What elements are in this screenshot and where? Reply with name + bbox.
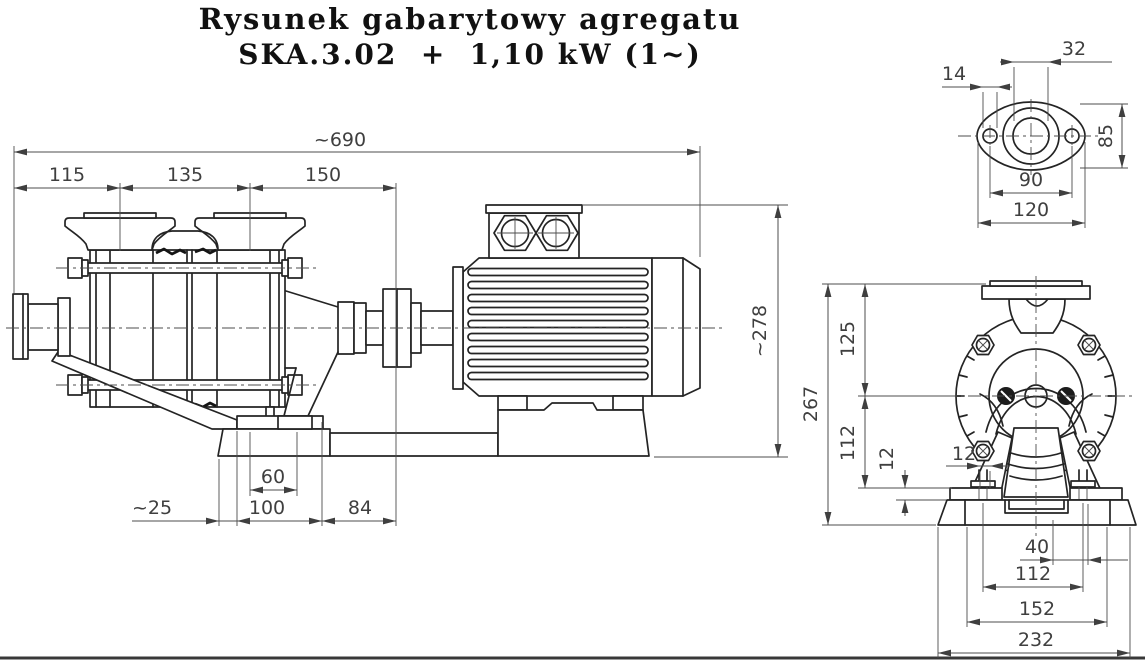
dim-40-label: 40 <box>1025 536 1049 558</box>
dim-overall-length: ~690 <box>13 129 701 294</box>
pump-foot <box>217 406 331 457</box>
dim-25: ~25 <box>132 459 237 526</box>
dim-125: 125 <box>837 284 869 396</box>
dim-25-label: ~25 <box>132 497 172 519</box>
motor <box>452 204 701 411</box>
dim-150-label: 150 <box>305 164 341 186</box>
drawing-title: Rysunek gabarytowy agregatu SKA.3.02 + 1… <box>0 2 940 71</box>
dim-12-vertical: 12 <box>876 447 946 516</box>
dim-100-label: 100 <box>249 497 285 519</box>
dim-152-label: 152 <box>1019 598 1055 620</box>
wing-tip-left <box>979 393 1004 427</box>
dim-14-label: 14 <box>942 63 966 85</box>
dim-85-label: 85 <box>1095 124 1117 148</box>
dim-12-vertical-label: 12 <box>876 447 898 471</box>
dim-height-278: ~278 <box>583 204 788 458</box>
volute-curve-outer <box>985 387 1087 433</box>
dim-267: 267 <box>800 283 986 526</box>
dim-12-horizontal-label: 12 <box>952 443 976 465</box>
dim-112-vertical-label: 112 <box>837 425 859 461</box>
bearing-bracket <box>277 290 355 430</box>
dim-232: 232 <box>937 527 1131 658</box>
casing-hex-bolts <box>971 334 1101 462</box>
dim-85: 85 <box>1080 103 1128 169</box>
front-base <box>937 499 1137 526</box>
title-line-1: Rysunek gabarytowy agregatu <box>198 2 742 36</box>
dim-90-label: 90 <box>1019 169 1043 191</box>
dim-14: 14 <box>942 63 1012 128</box>
dim-112-vertical: 112 <box>837 395 952 489</box>
pump-discharge-ports <box>64 212 306 251</box>
dim-60: 60 <box>249 432 298 496</box>
base-plate <box>329 402 650 457</box>
dim-120: 120 <box>977 142 1086 228</box>
dim-overall-length-label: ~690 <box>314 129 366 151</box>
dim-135-label: 135 <box>167 164 203 186</box>
dim-232-label: 232 <box>1018 629 1054 651</box>
dim-115-label: 115 <box>49 164 85 186</box>
dim-120-label: 120 <box>1013 199 1049 221</box>
dim-12-horizontal: 12 <box>946 443 1010 488</box>
dim-90: 90 <box>989 146 1073 198</box>
motor-front-foot <box>497 395 528 411</box>
dim-267-label: 267 <box>800 386 822 422</box>
title-line-2: SKA.3.02 + 1,10 kW (1~) <box>238 38 702 71</box>
dim-height-278-label: ~278 <box>749 305 771 357</box>
flange-centerlines <box>958 99 1102 175</box>
dimension-layer: ~690 115 135 150 ~278 60 ~25 100 84 32 14 85 90 120 26… <box>13 38 1131 658</box>
front-view <box>937 276 1137 538</box>
dim-32-label: 32 <box>1062 38 1086 60</box>
flange-view <box>958 99 1102 175</box>
motor-rear-foot <box>612 395 644 411</box>
dim-125-label: 125 <box>837 321 859 357</box>
dim-112-horizontal-label: 112 <box>1015 563 1051 585</box>
dim-152: 152 <box>966 527 1108 627</box>
dim-32: 32 <box>1000 38 1112 121</box>
terminal-box <box>485 204 583 259</box>
front-centerlines <box>944 276 1134 538</box>
side-centerlines <box>6 267 722 386</box>
dim-40: 40 <box>1020 504 1128 565</box>
side-view <box>6 204 722 457</box>
motor-fins <box>467 267 649 381</box>
discharge-neck <box>1008 298 1066 334</box>
suction-port <box>12 293 238 430</box>
dim-60-label: 60 <box>261 466 285 488</box>
dim-84: 84 <box>322 497 396 525</box>
dim-84-label: 84 <box>348 497 372 519</box>
dim-135: 135 <box>120 164 251 251</box>
dim-115: 115 <box>14 164 121 251</box>
motor-rear-cap <box>651 257 701 397</box>
dim-150: 150 <box>250 164 397 526</box>
dim-100: 100 <box>236 422 323 526</box>
dim-112-horizontal: 112 <box>982 503 1084 592</box>
